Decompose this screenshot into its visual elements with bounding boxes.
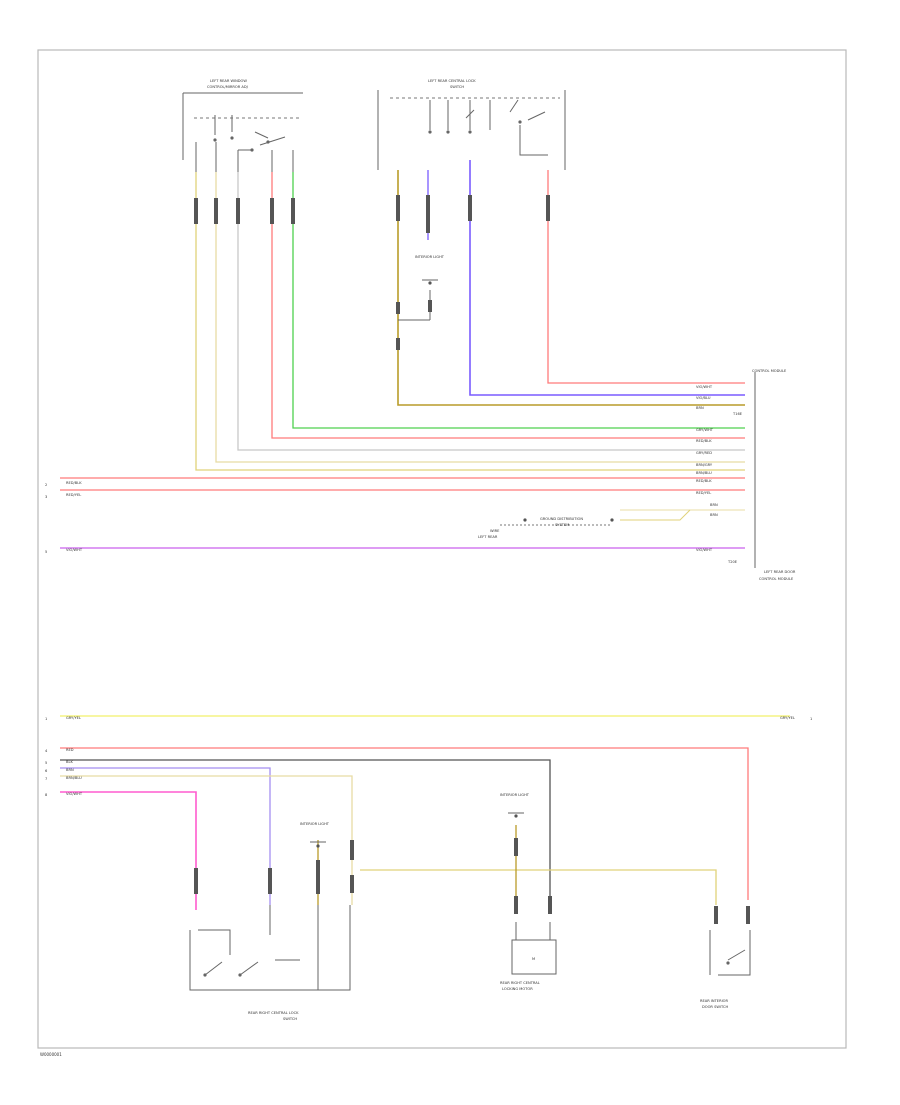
sheet-label-left-5: 5 [45, 550, 47, 554]
door-contact-switch-label-2: DOOR SWITCH [702, 1005, 728, 1009]
svg-text:VIO/WHT: VIO/WHT [66, 548, 83, 552]
connector-ticks-top [194, 195, 550, 350]
left-rear-switch-label-1: LEFT REAR WINDOW [210, 79, 247, 83]
svg-text:GRY/YEL: GRY/YEL [66, 716, 81, 720]
svg-text:BLK: BLK [66, 760, 73, 764]
left-rear-door-module: CONTROL MODULE T16E T20E LEFT REAR DOOR … [727, 369, 796, 581]
motor-label-2: LOCKING MOTOR [502, 987, 533, 991]
svg-text:BRN: BRN [710, 513, 718, 517]
svg-text:VIO/WHT: VIO/WHT [696, 385, 713, 389]
top-vertical-wires [195, 160, 745, 471]
svg-text:CONTROL MODULE: CONTROL MODULE [752, 369, 787, 373]
svg-text:5: 5 [45, 761, 47, 765]
rear-right-lock-switch-label-1: REAR RIGHT CENTRAL LOCK [248, 1011, 299, 1015]
door-contact-switch [709, 930, 751, 976]
svg-text:BRN: BRN [66, 768, 74, 772]
svg-text:BRN/BLU: BRN/BLU [696, 471, 712, 475]
ground-label-3: WIRE [490, 529, 500, 533]
ground-label-2: SYSTEM [555, 523, 569, 527]
lamp-label-bottom-2: INTERIOR LIGHT [500, 793, 530, 797]
svg-text:T20E: T20E [727, 560, 738, 564]
svg-text:RED/YEL: RED/YEL [66, 493, 81, 497]
svg-text:VIO/WHT: VIO/WHT [696, 548, 713, 552]
svg-text:RED: RED [66, 748, 74, 752]
ground-label-4: LEFT REAR [478, 535, 498, 539]
wire-tags-bottom: GRY/YEL GRY/YEL RED BLK BRN BRN/BLU VIO/… [66, 716, 795, 796]
svg-text:7: 7 [45, 777, 47, 781]
svg-text:M: M [532, 957, 535, 961]
left-rear-switch-group [182, 92, 303, 172]
svg-text:6: 6 [45, 769, 48, 773]
mirror-heating-subcircuit [500, 509, 745, 526]
connector-ticks-bottom [194, 838, 750, 924]
rear-right-lock-switch [189, 905, 351, 991]
svg-text:BRN: BRN [696, 406, 704, 410]
sheet-label-bottom-1: 1 [45, 717, 47, 721]
svg-text:GRY/RED: GRY/RED [696, 451, 712, 455]
svg-text:CONTROL MODULE: CONTROL MODULE [759, 577, 794, 581]
svg-text:RED/BLK: RED/BLK [696, 439, 712, 443]
svg-text:GRY/WHT: GRY/WHT [696, 428, 714, 432]
wire-tags-top: RED/BLK RED/YEL VIO/WHT VIO/WHT VIO/BLU … [66, 385, 718, 552]
svg-text:GRY/YEL: GRY/YEL [780, 716, 795, 720]
center-top-switch-label-1: LEFT REAR CENTRAL LOCK [428, 79, 476, 83]
bottom-left-sheet-labels: 4 5 6 7 8 [45, 749, 48, 797]
svg-text:BRN: BRN [710, 503, 718, 507]
diagram-frame [37, 49, 847, 1049]
lamp-label-top: INTERIOR LIGHT [415, 255, 445, 259]
motor-label-1: REAR RIGHT CENTRAL [500, 981, 540, 985]
center-top-switch-label-2: SWITCH [450, 85, 464, 89]
door-contact-switch-label-1: REAR INTERIOR [700, 999, 728, 1003]
svg-text:LEFT REAR DOOR: LEFT REAR DOOR [764, 570, 796, 574]
svg-text:RED/YEL: RED/YEL [696, 491, 711, 495]
svg-text:BRN/BLU: BRN/BLU [66, 776, 82, 780]
svg-text:VIO/BLU: VIO/BLU [696, 396, 711, 400]
svg-text:BRN/GRY: BRN/GRY [696, 463, 713, 467]
svg-text:8: 8 [45, 793, 48, 797]
svg-text:4: 4 [45, 749, 48, 753]
top-horizontal-wires [60, 477, 745, 549]
svg-text:T16E: T16E [732, 412, 743, 416]
center-top-switch-group [377, 90, 566, 170]
sheet-label-bottom-right: 1 [810, 717, 812, 721]
svg-text:VIO/WHT: VIO/WHT [66, 792, 83, 796]
rear-right-lock-switch-label-2: SWITCH [283, 1017, 297, 1021]
left-rear-switch-label-2: CONTROL/MIRROR ADJ [207, 85, 248, 89]
sheet-label-left-2: 2 [45, 483, 47, 487]
central-lock-motor: M [511, 922, 557, 975]
bottom-horizontal-wires [60, 715, 790, 910]
ground-label-1: GROUND DISTRIBUTION [540, 517, 583, 521]
lamp-label-bottom-1: INTERIOR LIGHT [300, 822, 330, 826]
sheet-label-left-3: 3 [45, 495, 47, 499]
svg-text:RED/BLK: RED/BLK [696, 479, 712, 483]
diagram-code: W0000001 [40, 1052, 62, 1057]
svg-text:RED/BLK: RED/BLK [66, 481, 82, 485]
